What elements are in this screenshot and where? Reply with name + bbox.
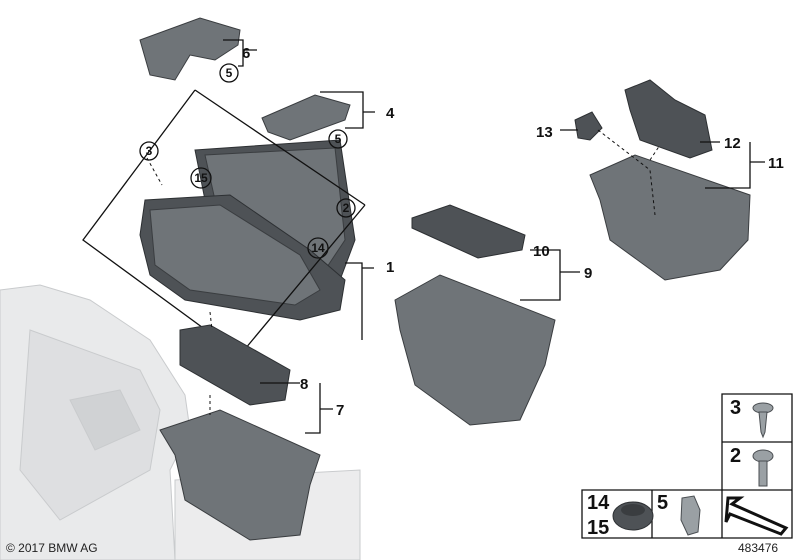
svg-text:8: 8 [300, 376, 308, 393]
arrow-icon [724, 496, 789, 536]
svg-text:12: 12 [724, 135, 741, 152]
part-10-mat[interactable] [411, 204, 526, 259]
part-1-armrest[interactable] [139, 139, 356, 321]
callout-2-circle[interactable]: 2 [336, 198, 356, 218]
callout-4[interactable]: 4 [386, 105, 395, 122]
center-console-background [0, 284, 361, 560]
callout-9[interactable]: 9 [584, 265, 592, 282]
screw-icon [752, 449, 774, 463]
svg-text:13: 13 [536, 124, 553, 141]
svg-text:10: 10 [533, 243, 550, 260]
svg-text:5: 5 [657, 492, 668, 514]
assembly-1-bracket [82, 89, 366, 356]
callout-10[interactable]: 10 [533, 243, 550, 260]
fastener-legend: 3 2 14 15 5 [581, 393, 793, 539]
legend-screw-3[interactable]: 3 [730, 397, 774, 439]
svg-text:6: 6 [242, 45, 250, 62]
part-8-mat[interactable] [179, 324, 291, 406]
callout-3-circle[interactable]: 3 [139, 141, 159, 161]
callout-5-circle-b[interactable]: 5 [328, 129, 348, 149]
svg-text:14: 14 [311, 241, 325, 255]
svg-text:7: 7 [336, 402, 344, 419]
part-11-tray[interactable] [589, 154, 751, 281]
callout-14-circle[interactable]: 14 [307, 237, 329, 259]
svg-text:9: 9 [584, 265, 592, 282]
svg-text:15: 15 [587, 517, 609, 539]
part-4-cover[interactable] [261, 94, 351, 141]
svg-text:3: 3 [146, 144, 153, 158]
callout-11[interactable]: 11 [768, 155, 784, 172]
svg-text:11: 11 [768, 155, 784, 172]
svg-text:1: 1 [386, 259, 394, 276]
part-13-bracket[interactable] [574, 111, 603, 141]
part-12-mat[interactable] [624, 79, 713, 159]
callout-6[interactable]: 6 [242, 45, 250, 62]
callout-7[interactable]: 7 [336, 402, 344, 419]
callout-8[interactable]: 8 [300, 376, 308, 393]
callout-5-circle-a[interactable]: 5 [219, 63, 239, 83]
svg-text:2: 2 [343, 201, 350, 215]
callout-12[interactable]: 12 [724, 135, 741, 152]
svg-text:5: 5 [226, 66, 233, 80]
svg-text:3: 3 [730, 397, 741, 419]
part-9-tray[interactable] [394, 274, 556, 426]
callout-13[interactable]: 13 [536, 124, 553, 141]
part-6-cover[interactable] [139, 17, 241, 81]
copyright-text: © 2017 BMW AG [6, 541, 98, 555]
svg-text:4: 4 [386, 105, 395, 122]
legend-clip-5[interactable]: 5 [657, 492, 701, 536]
part-7-tray[interactable] [159, 409, 321, 541]
svg-text:5: 5 [335, 132, 342, 146]
svg-text:2: 2 [730, 445, 741, 467]
svg-text:15: 15 [194, 171, 208, 185]
clip-icon [680, 495, 701, 536]
leader-lines [223, 39, 765, 434]
callout-15-circle[interactable]: 15 [190, 167, 212, 189]
diagram-number: 483476 [738, 541, 779, 555]
legend-screw-2[interactable]: 2 [730, 445, 774, 487]
svg-text:14: 14 [587, 492, 610, 514]
legend-grommet-14-15[interactable]: 14 15 [587, 492, 654, 539]
callout-1[interactable]: 1 [386, 259, 394, 276]
